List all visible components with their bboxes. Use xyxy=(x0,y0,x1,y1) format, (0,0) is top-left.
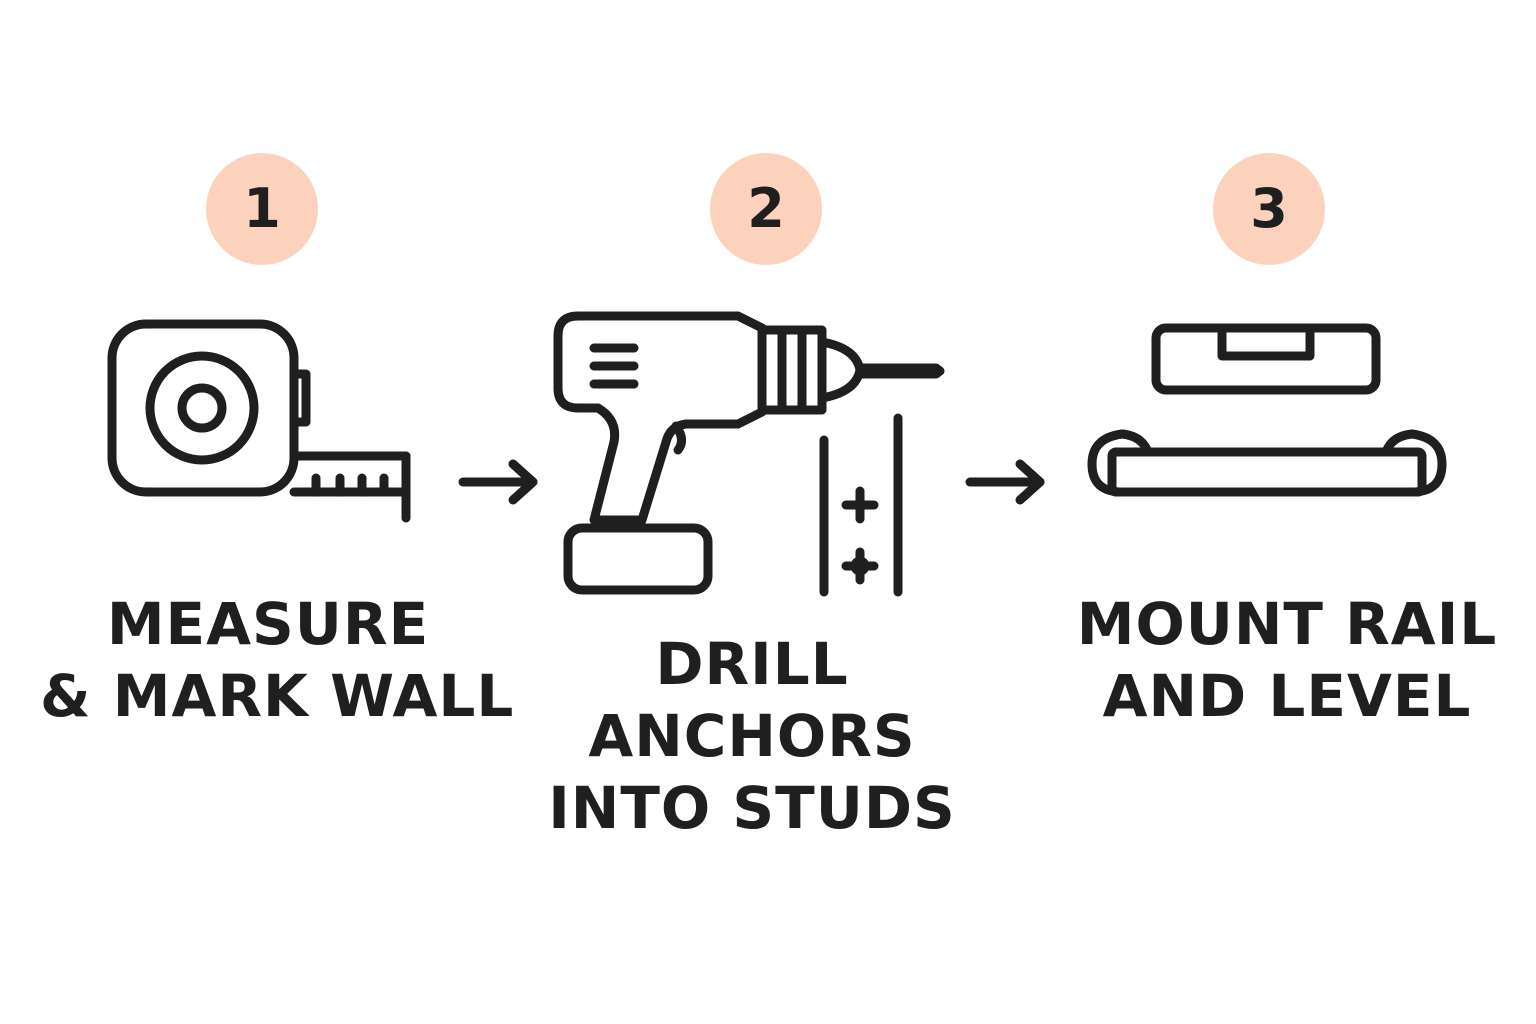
step-1-number: 1 xyxy=(243,177,281,240)
step-3-label-line-1: MOUNT RAIL xyxy=(1076,590,1498,658)
tape-measure-icon xyxy=(107,319,411,523)
level-rail-icon xyxy=(1087,323,1447,497)
step-2-label-line-1: DRILL xyxy=(655,630,849,698)
step-1-label: MEASURE & MARK WALL xyxy=(40,588,515,732)
step-3-label: MOUNT RAIL AND LEVEL xyxy=(1056,588,1518,732)
drill-icon xyxy=(553,311,945,597)
step-2-label: DRILL ANCHORS INTO STUDS xyxy=(518,628,986,844)
step-3-number: 3 xyxy=(1250,177,1288,240)
step-3-label-line-2: AND LEVEL xyxy=(1102,662,1472,730)
step-1-label-line-2: & MARK WALL xyxy=(40,662,515,730)
arrow-right-icon xyxy=(965,459,1045,505)
step-3-number-badge: 3 xyxy=(1213,153,1325,265)
step-2-number: 2 xyxy=(747,177,785,240)
arrow-right-icon xyxy=(458,459,538,505)
step-2-label-line-2: ANCHORS xyxy=(588,702,916,770)
step-2-number-badge: 2 xyxy=(710,153,822,265)
step-1-number-badge: 1 xyxy=(206,153,318,265)
step-2-label-line-3: INTO STUDS xyxy=(548,774,956,842)
step-1-label-line-1: MEASURE xyxy=(106,590,430,658)
